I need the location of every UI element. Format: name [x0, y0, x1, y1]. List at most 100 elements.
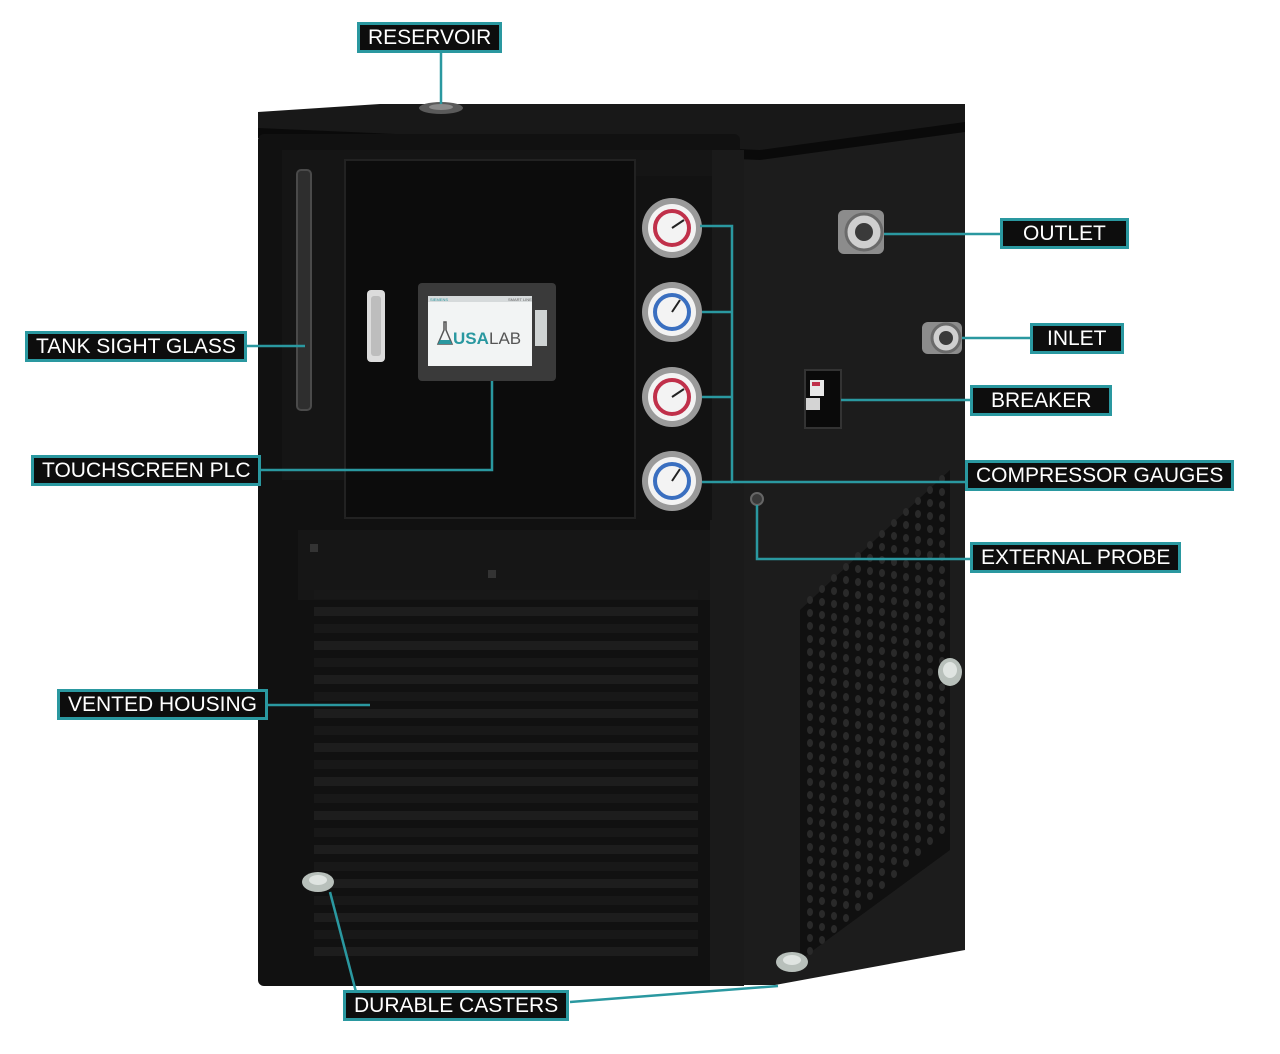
louver-slat	[314, 879, 698, 888]
vent-hole	[927, 759, 933, 767]
vent-hole	[927, 720, 933, 728]
vent-hole	[927, 798, 933, 806]
vent-hole	[867, 593, 873, 601]
label-tank-sight-glass: TANK SIGHT GLASS	[25, 331, 247, 362]
compressor-gauge-3	[642, 367, 702, 427]
vent-hole	[903, 742, 909, 750]
louver-slat	[314, 845, 698, 854]
vent-hole	[927, 629, 933, 637]
label-durable-casters: DURABLE CASTERS	[343, 990, 570, 1021]
vent-hole	[843, 888, 849, 896]
vent-hole	[927, 837, 933, 845]
vent-hole	[903, 729, 909, 737]
vent-hole	[903, 599, 909, 607]
vent-hole	[927, 616, 933, 624]
vent-hole	[927, 512, 933, 520]
vent-hole	[807, 700, 813, 708]
vent-hole	[915, 562, 921, 570]
vent-hole	[843, 914, 849, 922]
vent-hole	[939, 735, 945, 743]
vent-hole	[819, 754, 825, 762]
vent-hole	[855, 734, 861, 742]
vent-hole	[819, 871, 825, 879]
vent-hole	[819, 793, 825, 801]
vent-hole	[879, 816, 885, 824]
vent-hole	[927, 564, 933, 572]
vent-hole	[939, 488, 945, 496]
vent-hole	[891, 649, 897, 657]
vent-hole	[831, 834, 837, 842]
vent-hole	[903, 794, 909, 802]
vent-hole	[855, 682, 861, 690]
vent-hole	[831, 678, 837, 686]
vent-hole	[831, 873, 837, 881]
vent-hole	[831, 808, 837, 816]
vent-hole	[891, 727, 897, 735]
louver-slat	[314, 658, 698, 667]
vent-hole	[867, 541, 873, 549]
vent-hole	[807, 752, 813, 760]
vent-hole	[843, 849, 849, 857]
compressor-gauge-4	[642, 451, 702, 511]
mid-band	[298, 530, 710, 600]
label-external-probe: EXTERNAL PROBE	[970, 542, 1182, 573]
vent-hole	[867, 606, 873, 614]
vent-hole	[879, 647, 885, 655]
vent-hole	[807, 778, 813, 786]
vent-hole	[903, 846, 909, 854]
vent-hole	[819, 767, 825, 775]
vent-hole	[939, 592, 945, 600]
vent-hole	[867, 814, 873, 822]
vent-hole	[927, 785, 933, 793]
vent-hole	[843, 901, 849, 909]
vent-hole	[915, 510, 921, 518]
vent-hole	[867, 866, 873, 874]
vent-hole	[855, 864, 861, 872]
vent-hole	[903, 508, 909, 516]
vent-hole	[807, 687, 813, 695]
side-vent-perforation	[800, 470, 950, 960]
vent-hole	[915, 614, 921, 622]
vent-hole	[927, 551, 933, 559]
vent-hole	[831, 769, 837, 777]
vent-hole	[855, 838, 861, 846]
vent-hole	[927, 642, 933, 650]
vent-hole	[807, 661, 813, 669]
inlet-fitting-icon	[922, 322, 962, 354]
vent-hole	[867, 736, 873, 744]
vent-hole	[927, 811, 933, 819]
vent-hole	[915, 718, 921, 726]
vent-hole	[891, 740, 897, 748]
vent-hole	[867, 684, 873, 692]
vent-hole	[903, 781, 909, 789]
top-lid	[258, 104, 965, 152]
vent-hole	[807, 869, 813, 877]
vent-hole	[939, 540, 945, 548]
vent-hole	[903, 651, 909, 659]
vent-hole	[819, 598, 825, 606]
vent-hole	[879, 543, 885, 551]
vent-hole	[879, 725, 885, 733]
vent-hole	[819, 624, 825, 632]
compressor-gauge-1	[642, 198, 702, 258]
vent-hole	[927, 707, 933, 715]
louver-slat	[314, 760, 698, 769]
vent-hole	[927, 824, 933, 832]
vent-hole	[879, 829, 885, 837]
vent-hole	[903, 612, 909, 620]
vent-hole	[939, 787, 945, 795]
vent-hole	[915, 601, 921, 609]
vent-hole	[855, 890, 861, 898]
vent-hole	[819, 611, 825, 619]
vent-hole	[819, 897, 825, 905]
vent-hole	[939, 761, 945, 769]
label-outlet: OUTLET	[1000, 218, 1129, 249]
louver-slat	[314, 777, 698, 786]
vent-hole	[867, 723, 873, 731]
vent-hole	[855, 773, 861, 781]
vent-hole	[903, 677, 909, 685]
vent-hole	[915, 731, 921, 739]
vent-hole	[891, 805, 897, 813]
vent-hole	[867, 801, 873, 809]
vent-hole	[891, 597, 897, 605]
